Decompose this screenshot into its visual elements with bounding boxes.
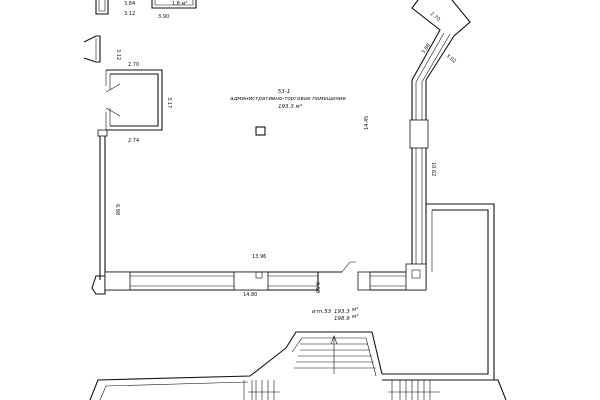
dim-inner-mid: 13.96: [252, 254, 266, 260]
room-label: 53-1 административно-торговое помещение …: [230, 89, 346, 110]
dim-shaft-top: 2.70: [128, 62, 139, 68]
dim-bottom-wall: 14.80: [243, 292, 257, 298]
dim-shaft-bottom: 2.74: [128, 138, 139, 144]
dim-left-wall: 6.98: [114, 204, 120, 215]
dim-top-a: 3.84: [124, 1, 135, 7]
dim-top-b: 3.90: [158, 14, 169, 20]
summary-area-total: 198.9: [334, 316, 350, 322]
ventilation-shaft: 2.70 3.17 2.74: [105, 62, 172, 144]
summary-label: итп.53: [312, 309, 332, 315]
dim-left-upper: 3.12: [115, 49, 121, 60]
summary-area-total-unit: м²: [352, 313, 359, 320]
column-marker: [255, 126, 266, 136]
dim-right-height: 14.45: [364, 116, 370, 130]
right-wall: 2.70 3.88 3.02 14.45 10.62: [364, 0, 471, 291]
dim-angled-top: 2.70: [429, 11, 441, 23]
top-left-fragment: 3.84 3.12 3.90 1.8 м²: [95, 0, 197, 20]
summary-area-main-unit: м²: [352, 306, 359, 313]
dim-right-lower: 10.62: [430, 162, 436, 176]
summary-area-main: 193.3: [334, 309, 350, 315]
left-wall-notch: 3.12: [83, 35, 121, 63]
dim-top-c: 1.8 м²: [172, 1, 187, 7]
bottom-wall: 14.80 0.98 13.96: [104, 254, 426, 298]
area-summary: итп.53 193.3 м² 198.9 м²: [312, 306, 359, 322]
dim-shaft-side: 3.17: [166, 97, 172, 108]
room-purpose: административно-торговое помещение: [230, 96, 346, 102]
left-wall: 6.98: [91, 129, 120, 295]
dim-angled-mid: 3.88: [421, 43, 432, 56]
dim-door-small: 0.98: [314, 282, 320, 293]
room-area: 193.3 м²: [278, 103, 303, 110]
porch-terrace: [285, 203, 495, 381]
room-number: 53-1: [278, 89, 290, 95]
dim-angled-right: 3.02: [445, 53, 457, 65]
bottom-stairs: [89, 347, 507, 400]
dim-top-d: 3.12: [124, 11, 135, 17]
